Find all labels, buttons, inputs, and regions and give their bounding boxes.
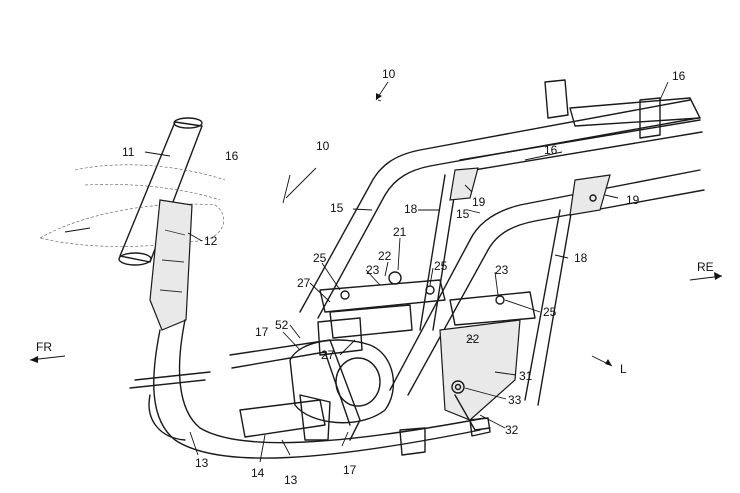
label-25-mid: 25 [434,259,448,273]
label-10-top: 10 [382,67,396,81]
side-pipes [229,339,361,441]
label-13-bottom: 13 [284,473,298,487]
label-32: 32 [505,423,519,437]
label-23-right: 23 [495,263,509,277]
label-14: 14 [251,466,265,480]
label-18-left: 18 [404,202,418,216]
rear-cross-pipes [459,79,703,173]
label-11: 11 [122,145,135,159]
label-15-mid: 15 [456,207,470,221]
ghost-sketch [39,164,226,247]
label-52: 52 [275,318,289,332]
head-pipe [118,117,203,266]
label-13-left: 13 [195,456,209,470]
label-16-mid: 16 [544,143,558,157]
label-27-top: 27 [297,276,311,290]
label-23-left: 23 [366,263,380,277]
label-21: 21 [393,225,407,239]
label-18-right: 18 [574,251,588,265]
down-tubes [129,319,491,459]
label-16-top: 16 [672,69,686,83]
label-15-left: 15 [330,201,344,215]
label-31: 31 [519,369,533,383]
brackets [449,167,611,216]
label-22-top: 22 [378,249,392,263]
label-re: RE [697,260,714,274]
label-10-side: 10 [316,139,330,153]
label-17-mid: 17 [255,325,269,339]
label-17-bottom: 17 [343,463,357,477]
label-22-bottom: 22 [466,332,480,346]
label-25-right: 25 [543,305,557,319]
rear-mount [439,319,521,431]
label-fr: FR [36,340,52,354]
label-l: L [620,362,627,376]
label-19-left: 19 [472,195,486,209]
label-27-bottom: 27 [321,348,335,362]
label-25-left: 25 [313,251,327,265]
label-19-right: 19 [626,193,640,207]
leader-lines [144,81,669,463]
labels: 10 10 11 12 13 13 14 15 15 16 16 16 17 1… [36,67,714,487]
arrows [29,81,723,367]
vertical-struts [419,171,573,406]
label-33: 33 [508,393,522,407]
main-pipes [299,99,705,396]
cross-member [239,394,426,456]
engine-case [289,339,395,424]
label-12: 12 [204,234,218,248]
label-16-side: 16 [225,149,239,163]
down-tube-gusset [149,199,193,331]
